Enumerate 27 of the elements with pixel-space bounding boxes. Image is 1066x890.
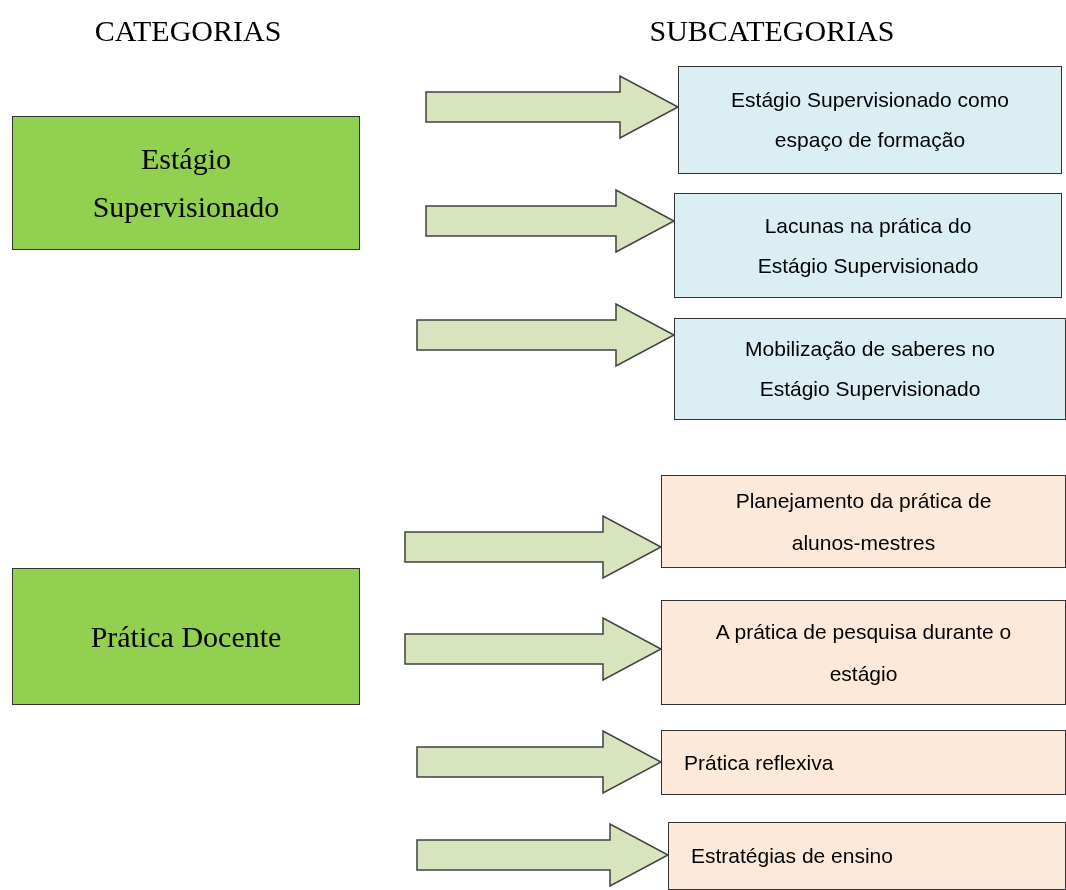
category-box xyxy=(12,116,360,250)
box-text: Mobilização de saberes no Estágio Supervisionado xyxy=(744,336,996,402)
block-arrow xyxy=(425,74,680,140)
block-arrow xyxy=(416,822,670,888)
block-arrow xyxy=(404,616,663,682)
box-text: Prática reflexiva xyxy=(683,749,835,776)
column-heading: CATEGORIAS xyxy=(94,12,282,49)
subcategory-box xyxy=(668,822,1066,890)
column-heading: SUBCATEGORIAS xyxy=(649,12,895,49)
category-box xyxy=(12,568,360,705)
box-text: Prática Docente xyxy=(89,618,283,655)
block-arrow xyxy=(416,302,676,368)
box-text: Estágio Supervisionado como espaço de formação xyxy=(730,87,1010,153)
box-text: Estágio Supervisionado xyxy=(91,141,281,225)
subcategory-box xyxy=(674,318,1066,420)
block-arrow xyxy=(425,188,676,254)
box-text: A prática de pesquisa durante o estágio xyxy=(714,618,1013,687)
subcategory-box xyxy=(674,193,1062,298)
box-text: Planejamento da prática de alunos-mestres xyxy=(734,487,993,556)
box-text: Lacunas na prática do Estágio Supervisionado xyxy=(756,212,980,279)
subcategory-box xyxy=(661,475,1066,568)
box-text: Estratégias de ensino xyxy=(690,843,894,869)
block-arrow xyxy=(404,514,663,580)
subcategory-box xyxy=(678,66,1062,174)
block-arrow xyxy=(416,729,663,795)
subcategory-box xyxy=(661,730,1066,795)
subcategory-box xyxy=(661,600,1066,705)
